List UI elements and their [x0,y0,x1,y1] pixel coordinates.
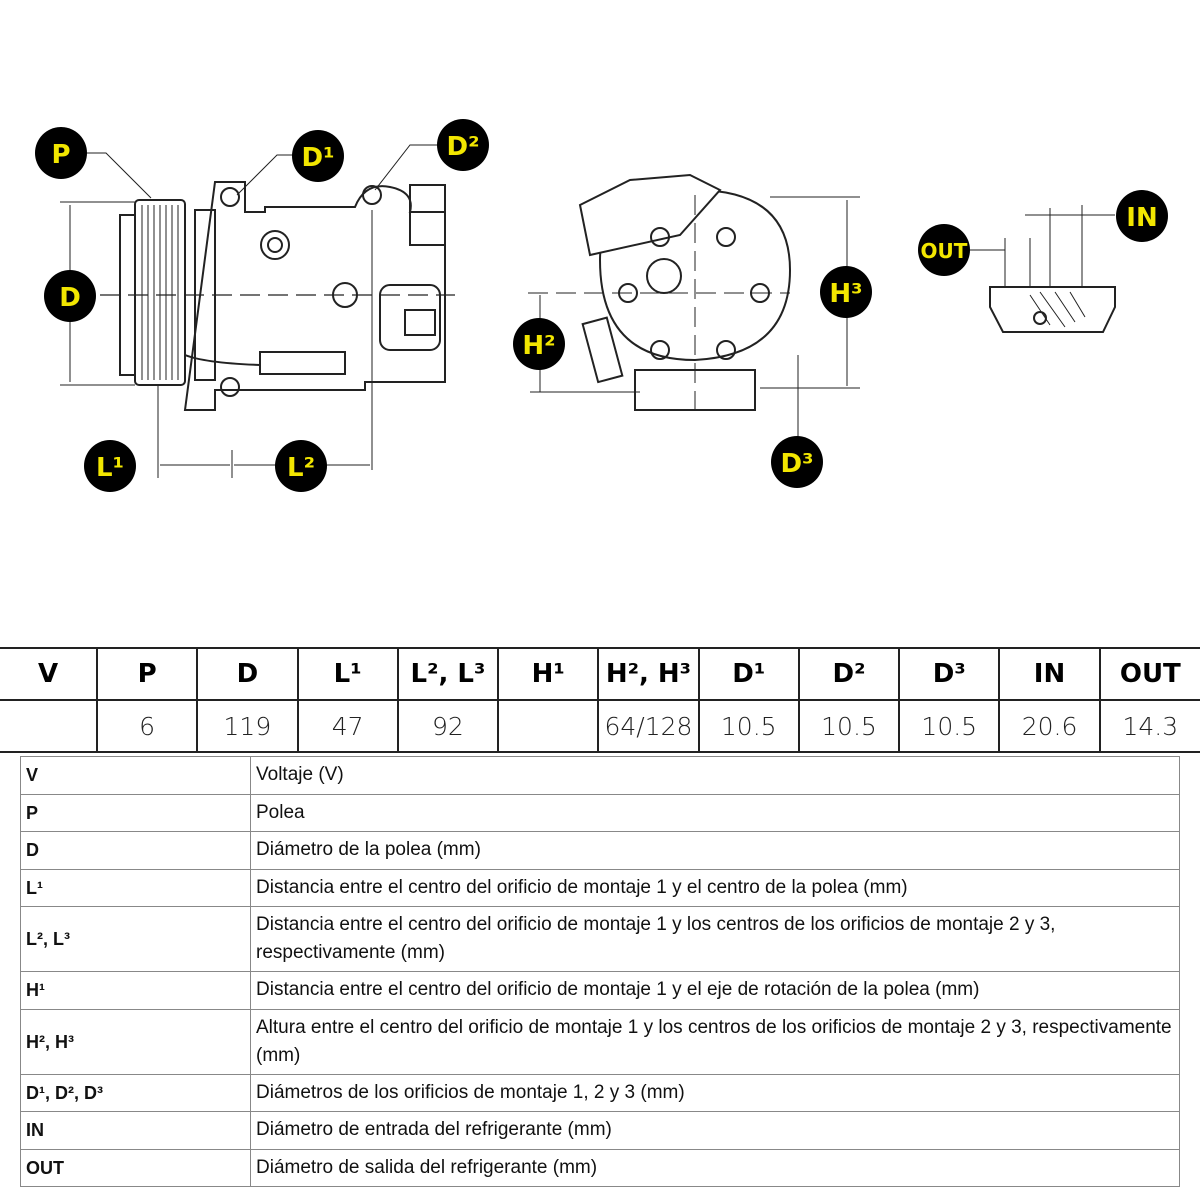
label-d3: D³ [771,436,823,488]
label-h3: H³ [820,266,872,318]
legend-key: D [20,831,251,870]
spec-value: 10.5 [797,700,900,753]
legend-key: D¹, D², D³ [20,1073,251,1112]
legend-desc: Distancia entre el centro del orificio d… [250,906,1180,972]
spec-table: V P D L¹ L², L³ H¹ H², H³ D¹ D² D³ IN OU… [0,647,1200,753]
spec-value: 10.5 [898,700,1000,753]
spec-value: 10.5 [697,700,799,753]
spec-value: 6 [95,700,198,753]
legend-key: OUT [20,1148,251,1187]
spec-header: H¹ [497,647,599,701]
legend-desc: Diámetro de la polea (mm) [250,831,1180,870]
spec-header: D¹ [697,647,799,701]
spec-header-row: V P D L¹ L², L³ H¹ H², H³ D¹ D² D³ IN OU… [0,647,1200,701]
legend-key: V [20,756,251,795]
svg-text:H²: H² [522,331,555,361]
svg-text:L²: L² [287,453,315,483]
legend-desc: Polea [250,793,1180,832]
spec-value: 119 [196,700,298,753]
svg-text:D³: D³ [781,449,814,479]
label-in: IN [1116,190,1168,242]
spec-value [0,700,97,753]
svg-text:P: P [51,140,70,170]
label-l2: L² [275,440,327,492]
spec-header: P [95,647,198,701]
spec-header: H², H³ [597,647,699,701]
spec-value-row: 6 119 47 92 64/128 10.5 10.5 10.5 20.6 1… [0,700,1200,753]
svg-text:OUT: OUT [921,239,968,263]
spec-value: 47 [296,700,398,753]
label-d: D [44,270,96,322]
spec-header: D² [797,647,900,701]
spec-header: D³ [898,647,1000,701]
spec-header: L¹ [296,647,398,701]
spec-header: L², L³ [396,647,499,701]
port-detail-view [965,205,1116,333]
svg-text:H³: H³ [829,279,862,309]
label-d1: D¹ [292,130,344,182]
legend-desc: Distancia entre el centro del orificio d… [250,971,1180,1010]
svg-text:L¹: L¹ [96,453,124,483]
spec-header: V [0,647,97,701]
legend-desc: Altura entre el centro del orificio de m… [250,1008,1180,1075]
legend-key: H², H³ [20,1008,251,1075]
label-p: P [35,127,87,179]
compressor-front-view [528,173,860,440]
legend-desc: Voltaje (V) [250,756,1180,795]
compressor-dimension-diagram: P D¹ D² D L¹ L² H² H³ D³ OUT IN [35,119,1168,492]
label-d2: D² [437,119,489,171]
svg-text:D²: D² [447,132,480,162]
spec-header: IN [998,647,1100,701]
spec-value: 64/128 [597,700,699,753]
label-h2: H² [513,318,565,370]
spec-value: 20.6 [998,700,1100,753]
legend-key: P [20,793,251,832]
legend-key: L², L³ [20,906,251,972]
spec-value: 14.3 [1098,700,1200,753]
legend-desc: Diámetro de salida del refrigerante (mm) [250,1148,1180,1187]
spec-value [497,700,599,753]
legend-desc: Diámetros de los orificios de montaje 1,… [250,1073,1180,1112]
label-l1: L¹ [84,440,136,492]
svg-text:D¹: D¹ [302,143,335,173]
spec-header: OUT [1098,647,1200,701]
compressor-side-view [60,144,455,478]
legend-desc: Distancia entre el centro del orificio d… [250,868,1180,907]
legend-desc: Diámetro de entrada del refrigerante (mm… [250,1111,1180,1150]
spec-header: D [196,647,298,701]
label-out: OUT [918,224,970,276]
legend-key: H¹ [20,971,251,1010]
legend-key: L¹ [20,868,251,907]
spec-value: 92 [396,700,499,753]
legend-key: IN [20,1111,251,1150]
svg-text:IN: IN [1126,203,1157,233]
svg-text:D: D [59,283,81,313]
